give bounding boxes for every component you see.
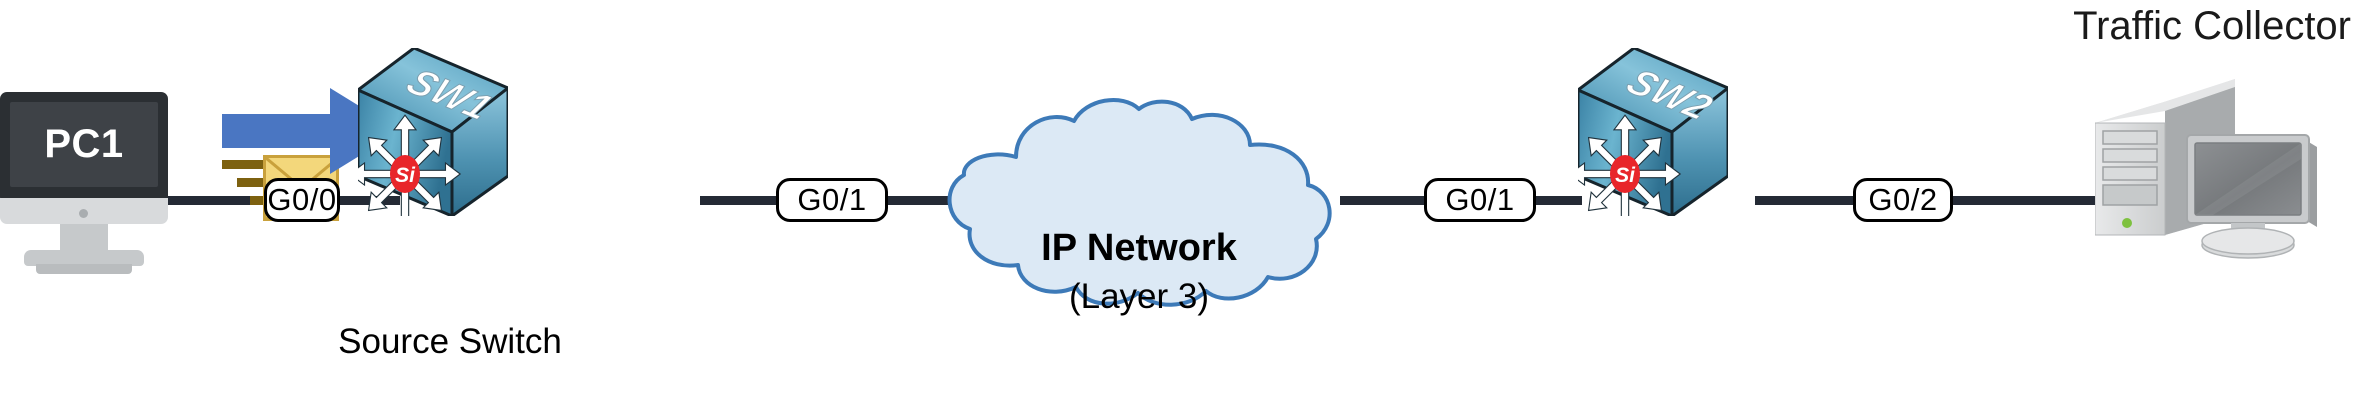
pc1-stand-base-shadow xyxy=(36,264,132,274)
link-cloud-sw2-b xyxy=(1512,196,1582,205)
traffic-flow-arrow-icon xyxy=(222,88,400,179)
port-label-g02: G0/2 xyxy=(1853,178,1953,222)
port-label-g01-left-text: G0/1 xyxy=(797,182,867,217)
link-sw2-coll xyxy=(1755,196,1861,205)
link-pc1-sw1-a xyxy=(160,196,270,205)
sw1-switch-icon: Si SW1 xyxy=(348,46,511,234)
pc1-screen: PC1 xyxy=(10,102,158,187)
svg-text:Si: Si xyxy=(1615,164,1636,187)
link-pc1-sw1-b xyxy=(336,196,400,205)
pc1-monitor-bezel: PC1 xyxy=(0,92,168,204)
link-sw1-cloud-b xyxy=(886,196,964,205)
node-sw1[interactable]: Si SW1 xyxy=(348,46,511,234)
node-sw2[interactable]: Si SW2 xyxy=(1568,46,1731,234)
sw1-si-badge-icon xyxy=(390,155,420,193)
pc1-power-dot-icon xyxy=(79,209,88,218)
server-power-led-icon xyxy=(2122,218,2132,228)
port-label-g00-text: G0/0 xyxy=(267,182,337,217)
motion-line-1 xyxy=(222,160,290,169)
pc1-stand-base xyxy=(24,250,144,266)
port-label-g00: G0/0 xyxy=(264,178,340,222)
sw1-caption: Source Switch xyxy=(338,322,562,361)
svg-text:Si: Si xyxy=(395,164,416,187)
port-label-g01-right-text: G0/1 xyxy=(1445,182,1515,217)
cloud-icon xyxy=(947,97,1332,307)
pc1-label: PC1 xyxy=(44,122,124,166)
link-cloud-sw2 xyxy=(1340,196,1428,205)
port-label-g01-right: G0/1 xyxy=(1424,178,1536,222)
node-pc1[interactable]: PC1 xyxy=(0,92,168,274)
sw2-si-badge-icon xyxy=(1610,155,1640,193)
sw2-switch-icon: Si SW2 xyxy=(1568,46,1731,234)
pc1-stand-neck xyxy=(60,224,108,252)
port-label-g01-left: G0/1 xyxy=(776,178,888,222)
node-traffic-collector[interactable] xyxy=(2094,75,2365,270)
node-ip-network-cloud[interactable]: IP Network (Layer 3) xyxy=(940,95,1338,316)
link-sw1-cloud xyxy=(700,196,800,205)
port-label-g02-text: G0/2 xyxy=(1868,182,1938,217)
link-sw2-coll-b xyxy=(1948,196,2108,205)
server-tower-icon xyxy=(2094,79,2317,259)
page-title: Traffic Collector xyxy=(2073,4,2351,48)
